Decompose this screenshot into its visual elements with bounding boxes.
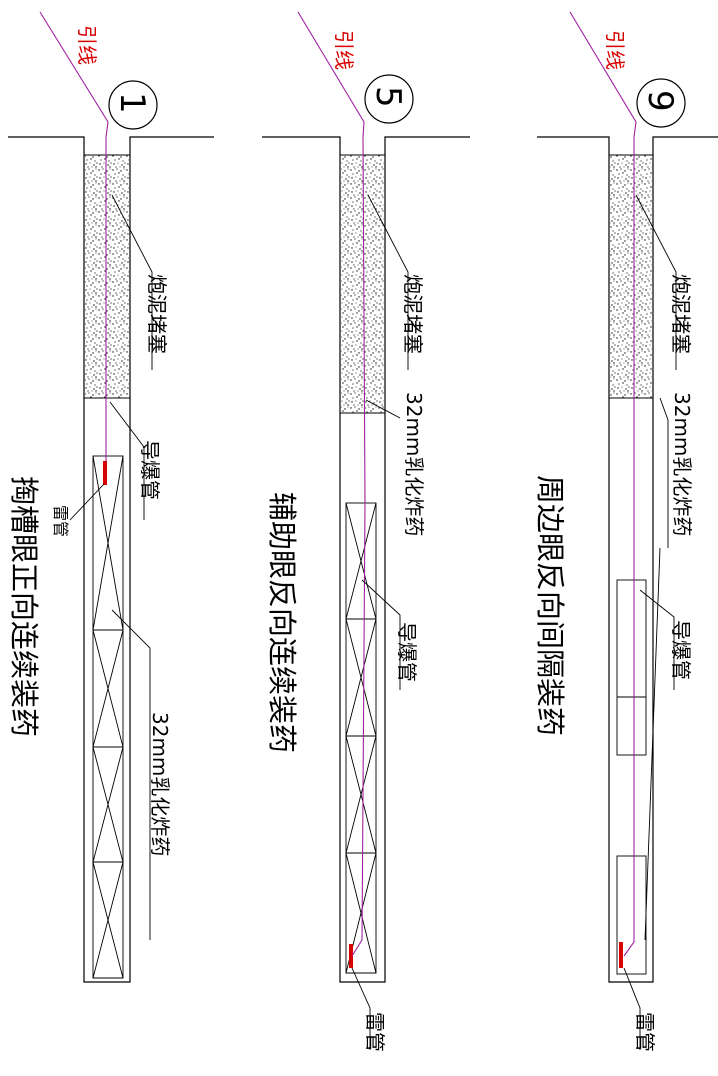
detonator-label: 雷管 [363, 1012, 387, 1052]
ground-line [262, 136, 470, 983]
detonating-cord-label: 导爆管 [395, 622, 419, 682]
detonator-label: 雷管 [633, 1012, 657, 1052]
detonator-mark [619, 942, 623, 968]
lead-wire-label: 引线 [603, 30, 627, 70]
explosive-label: 32mm乳化炸药 [148, 712, 172, 856]
lead-wire-label: 引线 [332, 30, 356, 70]
explosive-label: 32mm乳化炸药 [670, 392, 694, 536]
panel-1: 1 引线 炮泥堵塞 导爆管 雷管 32mm乳化炸药 掏槽眼正向连续装药 [7, 11, 214, 983]
panel-title: 辅助眼反向连续装药 [265, 492, 299, 753]
detonator-mark [349, 944, 353, 968]
ground-line [8, 136, 214, 983]
panel-number: 5 [368, 86, 408, 108]
panel-number-circle [364, 74, 414, 124]
explosive-cartridges [92, 455, 124, 979]
ground-line [537, 136, 718, 983]
panel-number-circle [636, 78, 686, 128]
stemming-fill [85, 155, 129, 398]
panel-number: 1 [112, 92, 152, 114]
stemming-fill [341, 155, 384, 413]
lead-wire [297, 11, 366, 957]
panel-title: 掏槽眼正向连续装药 [7, 476, 41, 737]
lead-wire [39, 11, 109, 461]
lead-wire-label: 引线 [75, 25, 99, 65]
detonator-mark [103, 461, 107, 485]
detonating-cord-label: 导爆管 [669, 620, 693, 680]
detonating-cord-label: 导爆管 [138, 440, 162, 500]
stemming-label: 炮泥堵塞 [145, 274, 169, 354]
stemming-label: 炮泥堵塞 [401, 274, 425, 354]
detonator-label: 雷管 [51, 505, 70, 537]
stemming-fill [610, 155, 652, 398]
panel-title: 周边眼反向间隔装药 [533, 475, 567, 736]
lead-wire [569, 11, 637, 957]
panel-number: 9 [640, 90, 680, 112]
panel-9: 9 引线 炮泥堵塞 32mm乳化炸药 导爆管 雷管 周边眼反向间隔装药 [533, 11, 718, 1052]
explosive-cartridges [616, 579, 647, 975]
explosive-cartridges [345, 502, 377, 974]
stemming-label: 炮泥堵塞 [669, 274, 693, 354]
explosive-label: 32mm乳化炸药 [402, 392, 426, 536]
panel-5: 5 引线 炮泥堵塞 32mm乳化炸药 导爆管 雷管 辅助眼反向连续装药 [262, 11, 470, 1052]
panel-number-circle [108, 80, 158, 130]
